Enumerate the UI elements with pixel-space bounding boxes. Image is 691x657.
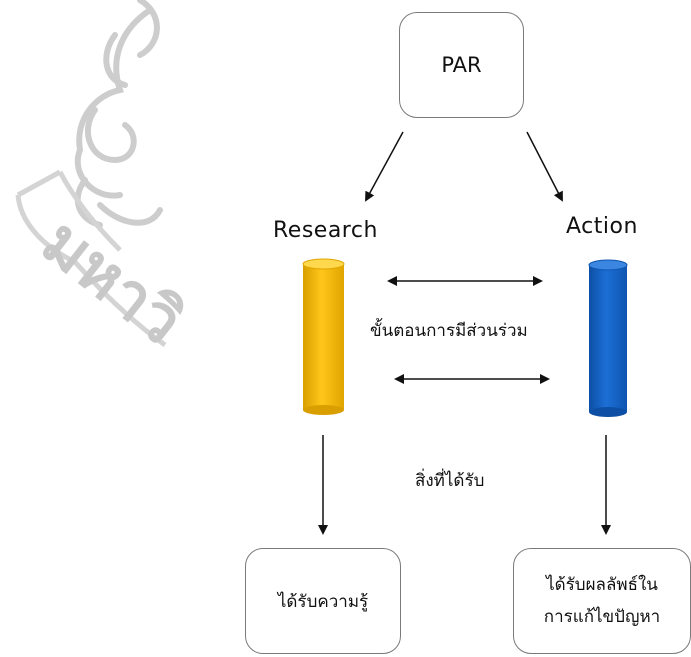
action-result-box: ได้รับผลลัพธ์ใน การแก้ไขปัญหา: [513, 548, 691, 654]
received-outcome-label: สิ่งที่ได้รับ: [415, 471, 485, 491]
action-result-line1: ได้รับผลลัพธ์ใน: [546, 574, 658, 595]
action-heading: Action: [566, 214, 638, 239]
participation-process-label: ขั้นตอนการมีส่วนร่วม: [370, 321, 528, 341]
par-label: PAR: [441, 53, 482, 77]
action-result-line2: การแก้ไขปัญหา: [543, 607, 661, 627]
par-box: PAR: [399, 12, 524, 118]
arrow-par-to-action: [526, 131, 563, 202]
arrow-par-to-research: [365, 131, 404, 202]
research-result-box: ได้รับความรู้: [245, 548, 401, 654]
research-heading: Research: [273, 218, 378, 243]
action-cylinder: [588, 259, 628, 417]
research-cylinder: [302, 258, 345, 415]
research-result-label: ได้รับความรู้: [277, 591, 369, 612]
